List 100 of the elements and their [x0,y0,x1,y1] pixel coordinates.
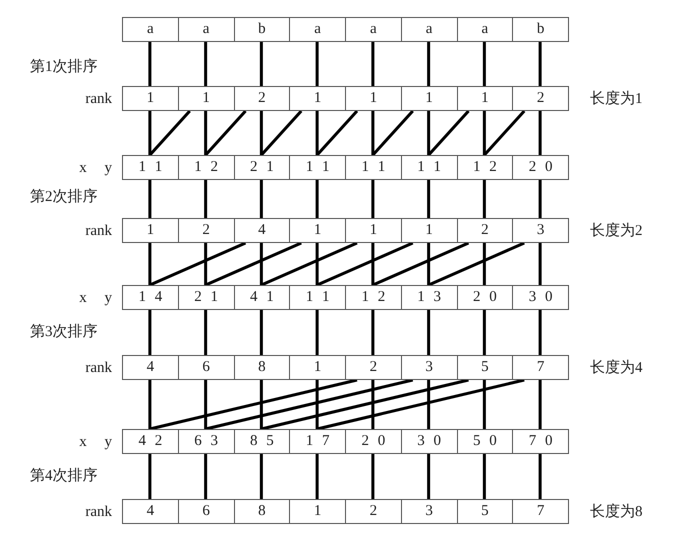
connector-line [427,111,430,155]
rank-cell: 3 [400,499,458,524]
rank-cell: 7 [512,499,569,524]
string-cell: b [512,17,569,42]
rank-cell: 1 [456,86,514,111]
connector-line [428,242,525,286]
rank-cell: 2 [234,86,290,111]
pair-cell: 1 1 [122,155,179,180]
connector-line [260,242,358,286]
rank-cell: 4 [122,499,179,524]
connector-line [204,110,247,156]
connector-line [482,454,486,499]
connector-line [204,243,208,285]
connector-line [427,380,430,429]
connector-line [148,454,152,499]
connector-line [148,42,152,86]
pair-cell: 1 1 [400,155,458,180]
rank-cell: 6 [178,499,234,524]
step-label: 第1次排序 [30,57,98,77]
connector-line [261,378,469,430]
connector-line [482,243,486,285]
connector-line [316,310,319,355]
rank-cell: 5 [456,355,514,380]
connector-line [427,454,430,499]
rank-cell: 1 [345,86,402,111]
pair-cell: 1 7 [289,429,346,454]
rank-cell: 1 [122,218,179,243]
row-label: x y [79,289,112,308]
string-cell: a [178,17,234,42]
connector-line [371,111,374,155]
row-label: rank [85,222,112,241]
rank-cell: 8 [234,499,290,524]
pair-cell: 1 1 [289,155,346,180]
connector-line [538,111,542,155]
connector-line [371,454,374,499]
length-label: 长度为8 [590,502,642,522]
length-label: 长度为4 [590,358,642,378]
rank-cell: 1 [400,218,458,243]
connector-line [371,243,374,285]
pair-cell: 3 0 [400,429,458,454]
connector-line [371,380,374,429]
row-label: rank [85,90,112,109]
rank-cell: 6 [178,355,234,380]
pair-cell: 3 0 [512,285,569,310]
connector-line [372,110,414,156]
rank-cell: 1 [400,86,458,111]
connector-line [427,243,430,285]
connector-line [150,378,358,430]
connector-line [204,380,208,429]
connector-line [482,180,486,218]
connector-line [483,110,526,156]
connector-line [482,42,486,86]
connector-line [204,454,208,499]
string-cell: a [400,17,458,42]
step-label: 第2次排序 [30,187,98,207]
connector-line [204,180,208,218]
pair-cell: 2 0 [456,285,514,310]
rank-cell: 5 [456,499,514,524]
connector-line [149,242,246,286]
length-label: 长度为1 [590,89,642,109]
string-cell: b [234,17,290,42]
pair-cell: 1 1 [345,155,402,180]
pair-cell: 1 2 [178,155,234,180]
connector-line [316,110,358,156]
string-cell: a [345,17,402,42]
connector-line [316,378,525,430]
connector-line [316,111,319,155]
connector-line [371,180,374,218]
rank-cell: 1 [289,499,346,524]
pair-cell: 2 0 [345,429,402,454]
connector-line [204,310,208,355]
connector-line [427,42,430,86]
connector-line [148,180,152,218]
connector-line [260,454,263,499]
connector-line [316,454,319,499]
pair-cell: 2 1 [234,155,290,180]
connector-line [316,242,414,286]
pair-cell: 1 1 [289,285,346,310]
step-label: 第3次排序 [30,322,98,342]
connector-line [482,310,486,355]
connector-line [260,111,263,155]
string-cell: a [456,17,514,42]
pair-cell: 5 0 [456,429,514,454]
connector-line [538,42,542,86]
connector-line [316,180,319,218]
rank-cell: 1 [289,218,346,243]
connector-line [205,242,302,286]
pair-cell: 1 2 [456,155,514,180]
connector-line [260,110,302,156]
rank-cell: 1 [289,355,346,380]
rank-cell: 1 [178,86,234,111]
rank-cell: 2 [456,218,514,243]
connector-line [260,243,263,285]
length-label: 长度为2 [590,221,642,241]
rank-cell: 4 [122,355,179,380]
connector-line [427,180,430,218]
connector-line [316,243,319,285]
step-label: 第4次排序 [30,466,98,486]
pair-cell: 6 3 [178,429,234,454]
pair-cell: 8 5 [234,429,290,454]
